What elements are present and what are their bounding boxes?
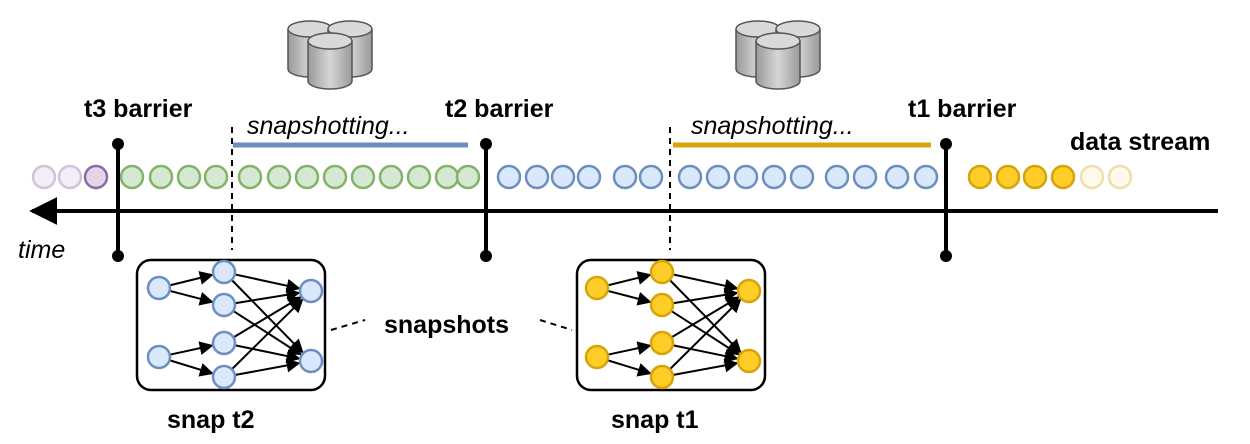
snapshots-connector-right <box>539 319 573 331</box>
stream-record <box>119 164 145 190</box>
stream-record <box>350 164 376 190</box>
stream-record <box>761 164 787 190</box>
snap-t1-label: snap t1 <box>611 406 699 434</box>
network-node <box>211 330 237 356</box>
stream-record <box>31 164 57 190</box>
stream-record <box>995 164 1021 190</box>
network-node <box>146 344 172 370</box>
stream-record <box>406 164 432 190</box>
database-icon <box>287 20 373 90</box>
snap-t2-label: snap t2 <box>167 406 255 434</box>
stream-record <box>57 164 83 190</box>
stream-record <box>913 164 939 190</box>
stream-record <box>455 164 481 190</box>
stream-record <box>824 164 850 190</box>
snapshots-label: snapshots <box>384 311 509 339</box>
network-node <box>298 278 324 304</box>
stream-record <box>434 164 460 190</box>
stream-record <box>524 164 550 190</box>
network-node <box>298 348 324 374</box>
network-node <box>146 275 172 301</box>
stream-record <box>1022 164 1048 190</box>
network-node <box>736 278 762 304</box>
neural-network <box>584 259 762 390</box>
network-node <box>211 259 237 285</box>
snapshotting-label-2: snapshotting... <box>691 112 854 140</box>
stream-record <box>1050 164 1076 190</box>
stream-record <box>789 164 815 190</box>
stream-record <box>294 164 320 190</box>
snapshot-box-t2 <box>135 258 327 392</box>
snapshots-connector-left <box>330 319 366 331</box>
stream-record <box>612 164 638 190</box>
stream-record <box>176 164 202 190</box>
snapshotting-label-1: snapshotting... <box>247 112 410 140</box>
snapshot-networks <box>146 259 762 390</box>
network-node <box>584 275 610 301</box>
t3-barrier-label: t3 barrier <box>84 95 193 123</box>
barrier-t1 <box>940 138 952 262</box>
stream-records <box>31 164 1133 190</box>
t1-barrier-label: t1 barrier <box>908 95 1017 123</box>
stream-record <box>1107 164 1133 190</box>
network-node <box>736 348 762 374</box>
neural-network <box>146 259 324 390</box>
stream-record <box>237 164 263 190</box>
stream-record <box>884 164 910 190</box>
network-node <box>649 364 675 390</box>
stream-record <box>266 164 292 190</box>
stream-record <box>638 164 664 190</box>
stream-record <box>378 164 404 190</box>
stream-record <box>733 164 759 190</box>
stream-record <box>83 164 109 190</box>
barrier-t3 <box>112 138 124 262</box>
stream-record <box>967 164 993 190</box>
stream-record <box>852 164 878 190</box>
network-node <box>649 292 675 318</box>
network-node <box>649 330 675 356</box>
stream-record <box>705 164 731 190</box>
stream-record <box>677 164 703 190</box>
stream-record <box>496 164 522 190</box>
stream-record <box>203 164 229 190</box>
stream-record <box>322 164 348 190</box>
network-node <box>211 364 237 390</box>
network-node <box>584 344 610 370</box>
stream-record <box>148 164 174 190</box>
data-stream-label: data stream <box>1070 128 1210 156</box>
time-label: time <box>18 236 65 264</box>
network-node <box>211 292 237 318</box>
stream-record <box>1079 164 1105 190</box>
network-node <box>649 259 675 285</box>
snapshot-box-t1 <box>575 258 767 392</box>
stream-record <box>576 164 602 190</box>
database-icon <box>735 20 821 90</box>
barrier-t2 <box>480 138 492 262</box>
t2-barrier-label: t2 barrier <box>445 95 554 123</box>
stream-record <box>550 164 576 190</box>
